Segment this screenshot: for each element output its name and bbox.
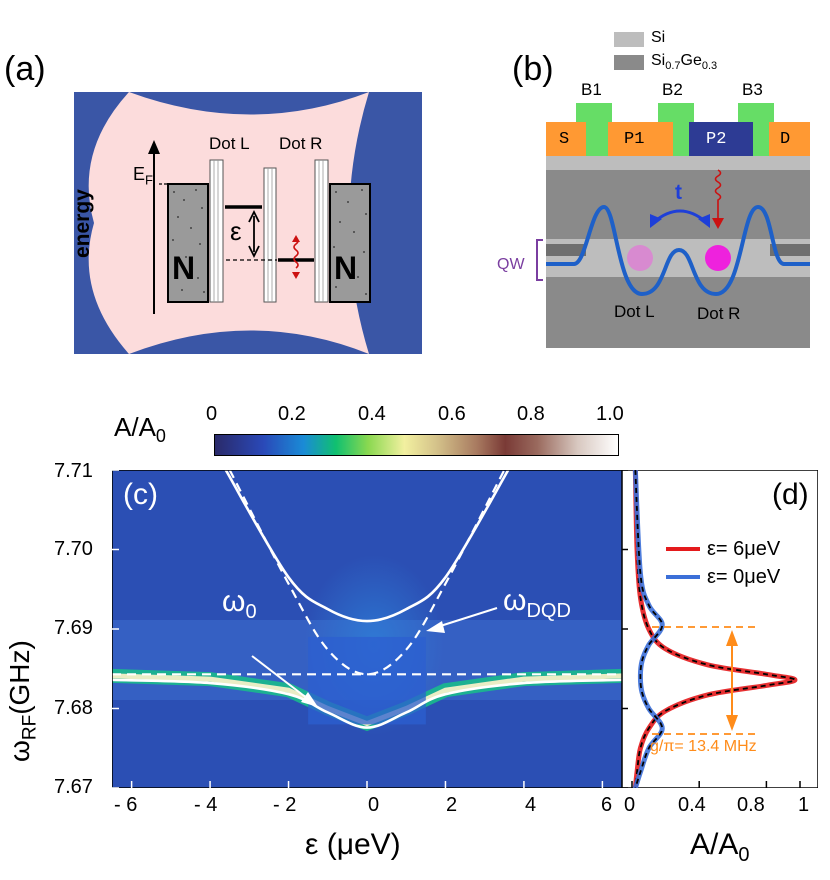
si-cap-layer <box>546 156 810 170</box>
photon-icon-b <box>714 169 722 222</box>
gate-d-label: D <box>780 130 791 149</box>
potential-curve <box>546 204 810 297</box>
spectrum-plot <box>622 470 818 788</box>
colorbar-tick-1: 0.2 <box>278 403 306 425</box>
colorbar-label: A/A0 <box>114 412 166 447</box>
gate-p2 <box>689 122 753 156</box>
gate-s <box>546 122 586 156</box>
colorbar-gradient <box>214 434 619 456</box>
gate-b3-label: B3 <box>742 80 763 99</box>
panel-b-device <box>546 103 810 348</box>
gate-p2-label: P2 <box>706 130 727 149</box>
ytick-0: 7.71 <box>54 460 93 482</box>
barrier-right <box>314 159 329 303</box>
xtick-1: - 4 <box>194 794 218 816</box>
left-lead-icon <box>167 183 209 303</box>
dot-l-label: Dot L <box>209 134 250 153</box>
dot-r-label-b: Dot R <box>697 304 741 323</box>
x-axis-label: ε (μeV) <box>305 828 401 861</box>
d-xtick-2: 0.8 <box>737 794 765 816</box>
colorbar-tick-3: 0.6 <box>438 403 466 425</box>
d-xtick-1: 0.4 <box>678 794 706 816</box>
omegadqd-line <box>228 470 506 676</box>
gate-b1-label: B1 <box>581 80 602 99</box>
panel-a-bulb <box>88 92 370 354</box>
legend-red-label: ε= 6μeV <box>707 538 781 560</box>
d-xtick-3: 1 <box>798 794 810 816</box>
d-xtick-0: 0 <box>624 794 636 816</box>
xtick-2: - 2 <box>273 794 297 816</box>
colorbar-tick-4: 0.8 <box>517 403 545 425</box>
xtick-0: - 6 <box>114 794 138 816</box>
right-lead-label: N <box>334 250 358 286</box>
xtick-6: 6 <box>601 794 613 816</box>
right-lead-icon <box>329 183 371 303</box>
omegadqd-label: ωDQD <box>503 584 571 622</box>
legend-si-swatch <box>614 32 644 47</box>
red-spectrum <box>632 470 798 788</box>
legend-si-label: Si <box>651 29 666 46</box>
photon-icon <box>293 237 299 269</box>
barrier-middle <box>263 167 277 303</box>
sige-bottom-layer <box>546 277 810 348</box>
panel-c-label: (c) <box>123 478 158 511</box>
panel-b-label: (b) <box>512 50 554 88</box>
d-x-axis-label: A/A0 <box>690 828 750 866</box>
dot-r-icon <box>705 245 731 271</box>
ytick-4: 7.67 <box>54 776 93 798</box>
tunnel-label: t <box>675 181 682 204</box>
panel-a-label: (a) <box>4 50 46 88</box>
dot-r-label: Dot R <box>279 134 323 153</box>
y-axis-label: ωRF(GHz) <box>4 640 41 762</box>
omegadqd-arrow <box>433 607 498 629</box>
ytick-2: 7.69 <box>54 617 93 639</box>
energy-axis-arrow <box>148 140 160 154</box>
quantum-well-layer <box>546 239 810 277</box>
legend-sige-label: Si0.7Ge0.3 <box>651 52 718 73</box>
xtick-4: 2 <box>446 794 458 816</box>
lower-branch-line <box>112 678 622 729</box>
qw-label: QW <box>497 256 525 273</box>
blue-spectrum-fit <box>634 470 664 788</box>
colorbar-tick-5: 1.0 <box>596 403 624 425</box>
omega0-arrow <box>251 655 313 703</box>
gate-p1-label: P1 <box>624 130 645 149</box>
qw-bracket <box>536 239 543 281</box>
omega0-label: ω0 <box>222 585 257 623</box>
energy-label: energy <box>71 189 94 258</box>
legend-sige-swatch <box>614 55 644 70</box>
colorbar-tick-2: 0.4 <box>358 403 386 425</box>
center-suppression <box>308 636 426 725</box>
ytick-3: 7.68 <box>54 697 93 719</box>
heatmap-plot <box>112 470 622 788</box>
gate-s-label: S <box>559 130 570 149</box>
dot-l-label-b: Dot L <box>614 302 655 321</box>
gate-d <box>769 122 810 156</box>
coupling-label: g/π= 13.4 MHz <box>650 738 757 755</box>
colorbar-tick-0: 0 <box>206 403 218 425</box>
epsilon-label: ε <box>230 216 242 246</box>
fermi-level-label: EF <box>133 164 153 188</box>
gate-b2-label: B2 <box>662 80 683 99</box>
left-lead-label: N <box>172 250 196 286</box>
barrier-left <box>209 159 224 303</box>
legend-blue-label: ε= 0μeV <box>707 566 781 588</box>
xtick-5: 4 <box>525 794 537 816</box>
ytick-1: 7.70 <box>54 538 93 560</box>
xtick-3: 0 <box>368 794 380 816</box>
panel-a-diagram <box>74 92 422 354</box>
panel-d-label: (d) <box>772 478 809 511</box>
gate-p1 <box>608 122 673 156</box>
upper-branch-line <box>224 470 510 623</box>
dot-l-icon <box>627 245 653 271</box>
